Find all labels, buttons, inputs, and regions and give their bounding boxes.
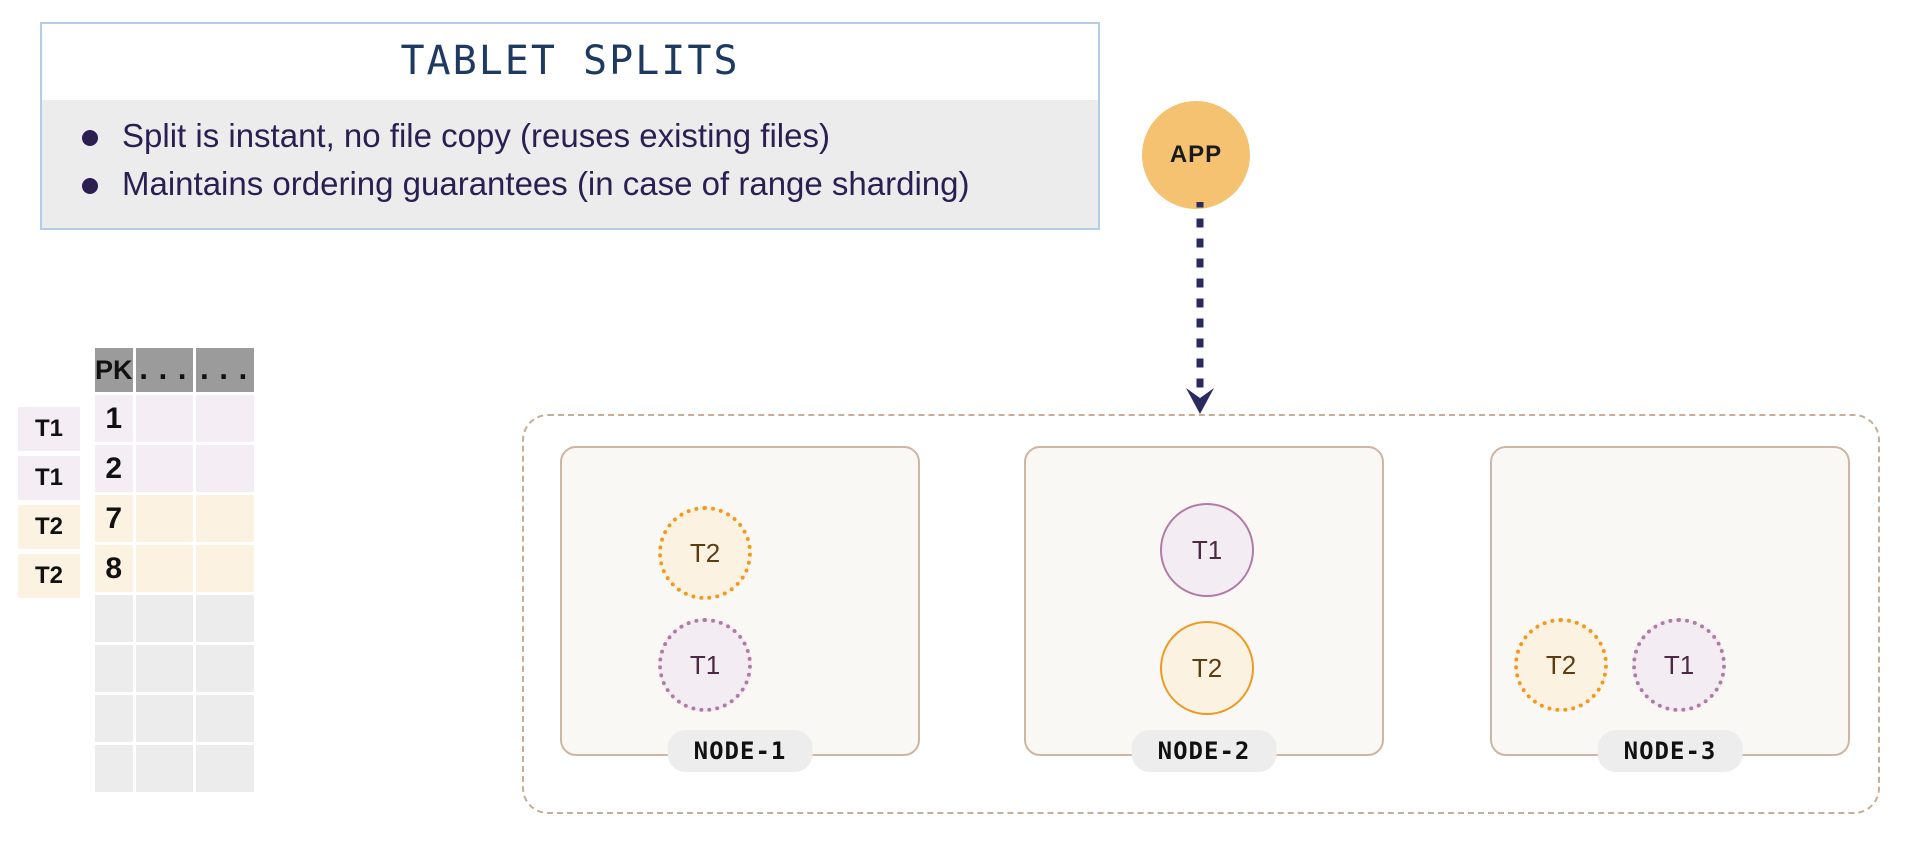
node-1-label: NODE-1: [667, 730, 813, 772]
tablet-label: T1: [689, 649, 721, 680]
tablet-t2-node1: T2: [658, 506, 752, 600]
callout-body: Split is instant, no file copy (reuses e…: [42, 100, 1098, 228]
cell-empty: [196, 695, 255, 742]
tablet-t1-node2: T1: [1160, 503, 1254, 597]
table-row: 8: [95, 545, 255, 592]
table-row-empty: [95, 695, 255, 742]
node-1: T2 T1 NODE-1: [560, 446, 920, 772]
cell-empty: [95, 745, 133, 792]
tablet-t1-node1: T1: [658, 618, 752, 712]
bullet-dot-icon: [82, 130, 98, 146]
cell-empty: [95, 695, 133, 742]
cell-c1: [135, 395, 194, 442]
bullet-text: Maintains ordering guarantees (in case o…: [122, 164, 970, 202]
column-header-pk: PK: [95, 348, 133, 392]
tablet-t1-node3: T1: [1632, 618, 1726, 712]
tablet-splits-callout: TABLET SPLITS Split is instant, no file …: [40, 22, 1100, 230]
cell-c2: [196, 545, 255, 592]
cluster-boundary: T2 T1 NODE-1 T1 T2 NODE-2 T2 T1 NODE-3: [522, 414, 1880, 814]
app-to-cluster-arrow-icon: [1186, 202, 1214, 414]
table-row-empty: [95, 595, 255, 642]
callout-title: TABLET SPLITS: [42, 24, 1098, 100]
table-row-empty: [95, 745, 255, 792]
bullet-item: Split is instant, no file copy (reuses e…: [68, 114, 1072, 158]
table-row: 7: [95, 495, 255, 542]
row-tag: T2: [18, 505, 80, 549]
cell-empty: [135, 745, 194, 792]
cell-c2: [196, 395, 255, 442]
row-tag-column: T1 T1 T2 T2: [18, 407, 80, 603]
column-header-ellipsis-1: ...: [135, 348, 194, 392]
table-row: 2: [95, 445, 255, 492]
cell-pk: 7: [95, 495, 133, 542]
row-tag: T1: [18, 407, 80, 451]
cell-empty: [196, 645, 255, 692]
node-3: T2 T1 NODE-3: [1490, 446, 1850, 772]
row-tag: T1: [18, 456, 80, 500]
cell-empty: [196, 745, 255, 792]
cell-pk: 8: [95, 545, 133, 592]
cell-c1: [135, 495, 194, 542]
cell-empty: [95, 645, 133, 692]
node-3-label: NODE-3: [1597, 730, 1743, 772]
tablet-t2-node3: T2: [1514, 618, 1608, 712]
bullet-item: Maintains ordering guarantees (in case o…: [68, 162, 1072, 206]
cell-pk: 1: [95, 395, 133, 442]
table-header-row: PK ... ...: [95, 348, 255, 392]
bullet-text: Split is instant, no file copy (reuses e…: [122, 117, 830, 154]
cell-empty: [196, 595, 255, 642]
table-row: 1: [95, 395, 255, 442]
table-row-empty: [95, 645, 255, 692]
cell-c2: [196, 445, 255, 492]
tablet-label: T1: [1663, 649, 1695, 680]
cell-c2: [196, 495, 255, 542]
cell-c1: [135, 545, 194, 592]
cell-empty: [135, 595, 194, 642]
tablet-label: T1: [1191, 534, 1223, 565]
cell-empty: [135, 695, 194, 742]
row-tag: T2: [18, 554, 80, 598]
tablet-label: T2: [689, 537, 721, 568]
app-label: APP: [1169, 141, 1223, 168]
cell-c1: [135, 445, 194, 492]
column-header-ellipsis-2: ...: [196, 348, 255, 392]
app-node: APP: [1142, 101, 1250, 209]
tablet-t2-node2: T2: [1160, 621, 1254, 715]
tablet-label: T2: [1545, 649, 1577, 680]
node-2: T1 T2 NODE-2: [1024, 446, 1384, 772]
tablet-label: T2: [1191, 652, 1223, 683]
cell-empty: [135, 645, 194, 692]
data-table: PK ... ... 1 2 7 8: [92, 345, 257, 795]
cell-empty: [95, 595, 133, 642]
node-2-label: NODE-2: [1131, 730, 1277, 772]
bullet-dot-icon: [82, 177, 98, 194]
cell-pk: 2: [95, 445, 133, 492]
